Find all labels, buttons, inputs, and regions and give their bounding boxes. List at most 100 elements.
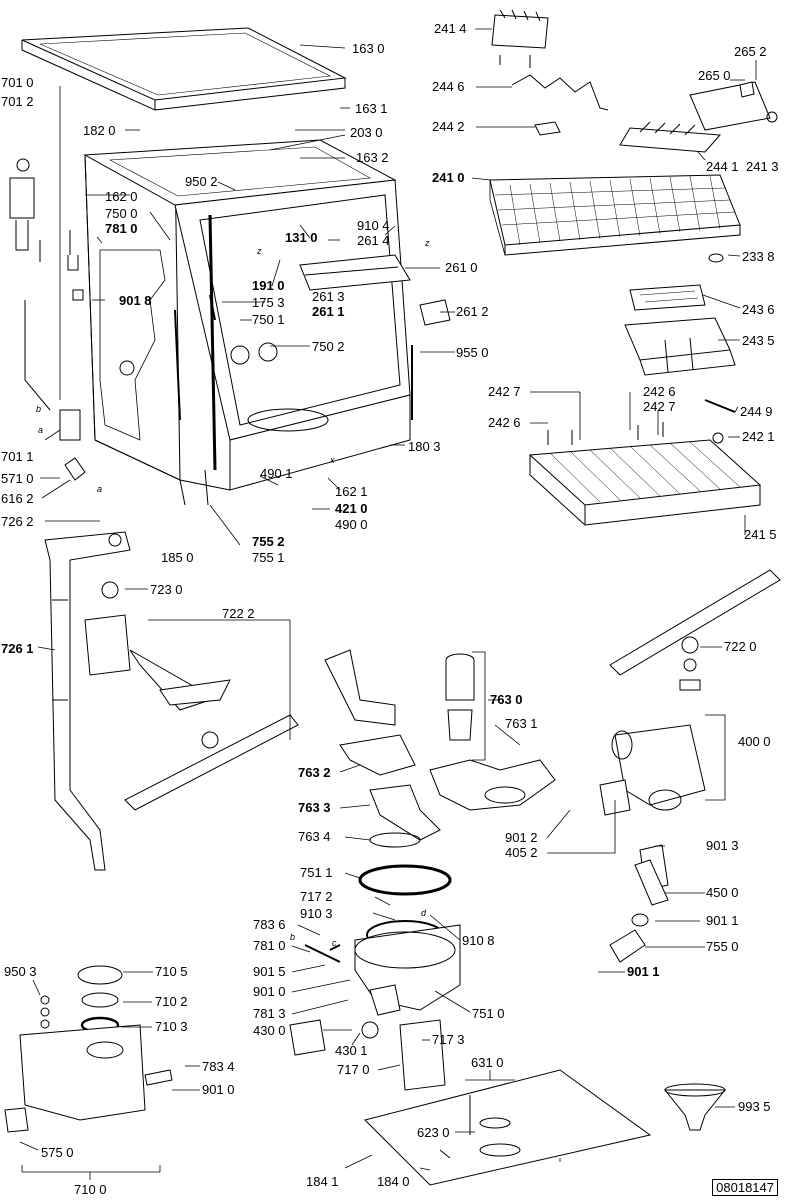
label-723-0: 723 0 [150,582,183,597]
label-901-5: 901 5 [253,964,286,979]
label-701-0: 701 0 [1,75,34,90]
label-910-3: 910 3 [300,906,333,921]
label-241-0: 241 0 [432,170,465,185]
label-623-0: 623 0 [417,1125,450,1140]
label-242-6-a: 242 6 [643,384,676,399]
label-241-5: 241 5 [744,527,777,542]
label-405-2: 405 2 [505,845,538,860]
filter-assembly-part [324,649,556,896]
label-490-0: 490 0 [335,517,368,532]
label-750-1: 750 1 [252,312,285,327]
label-163-1: 163 1 [355,101,388,116]
label-244-6: 244 6 [432,79,465,94]
lower-basket-part [528,399,762,526]
label-430-1: 430 1 [335,1043,368,1058]
label-781-0-a: 781 0 [105,221,138,236]
label-722-0: 722 0 [724,639,757,654]
label-242-7-b: 242 7 [643,399,676,414]
label-755-0: 755 0 [706,939,739,954]
label-763-4: 763 4 [298,829,331,844]
feed-pipe-part [44,531,131,871]
label-265-2: 265 2 [734,44,767,59]
label-180-3: 180 3 [408,439,441,454]
label-185-0: 185 0 [161,550,194,565]
leader-lines [19,28,757,1180]
label-755-2: 755 2 [252,534,285,549]
label-751-1: 751 1 [300,865,333,880]
label-242-1: 242 1 [742,429,775,444]
label-261-2: 261 2 [456,304,489,319]
label-162-0: 162 0 [105,189,138,204]
label-244-9: 244 9 [740,404,773,419]
label-710-2: 710 2 [155,994,188,1009]
upper-spray-arm-part [84,581,299,811]
label-710-5: 710 5 [155,964,188,979]
label-726-2: 726 2 [1,514,34,529]
label-763-3: 763 3 [298,800,331,815]
circulation-pump-part [599,724,706,963]
label-950-2: 950 2 [185,174,218,189]
label-131-0: 131 0 [285,230,318,245]
label-450-0: 450 0 [706,885,739,900]
label-242-6-b: 242 6 [488,415,521,430]
label-191-0: 191 0 [252,278,285,293]
callout-letter-d: d [421,908,427,918]
funnel-part [663,1083,727,1131]
label-901-0-a: 901 0 [253,984,286,999]
rack-shelf-part [534,81,778,153]
label-430-0: 430 0 [253,1023,286,1038]
label-261-3: 261 3 [312,289,345,304]
label-750-2: 750 2 [312,339,345,354]
label-163-2: 163 2 [356,150,389,165]
label-901-8: 901 8 [119,293,152,308]
label-162-1: 162 1 [335,484,368,499]
callout-letter-x: x [330,455,335,465]
label-233-8: 233 8 [742,249,775,264]
basket-rail-part [491,9,609,111]
upper-basket-part [489,174,741,263]
label-265-0: 265 0 [698,68,731,83]
callout-letter-a: a [38,425,44,435]
label-244-1: 244 1 [706,159,739,174]
label-400-0: 400 0 [738,734,771,749]
label-901-3: 901 3 [706,838,739,853]
label-717-3: 717 3 [432,1032,465,1047]
label-710-0: 710 0 [74,1182,107,1197]
label-781-0-b: 781 0 [253,938,286,953]
label-755-1: 755 1 [252,550,285,565]
label-184-0: 184 0 [377,1174,410,1189]
cutlery-basket-part [624,284,736,376]
label-781-3: 781 3 [253,1006,286,1021]
callout-letter-c: c [332,938,337,948]
label-261-0: 261 0 [445,260,478,275]
callout-letter-a-2: a [97,484,103,494]
label-203-0: 203 0 [350,125,383,140]
tub-cabinet-part [83,139,451,506]
label-241-3: 241 3 [746,159,779,174]
label-182-0: 182 0 [83,123,116,138]
label-751-0: 751 0 [472,1006,505,1021]
label-490-1: 490 1 [260,466,293,481]
sump-part [289,920,461,1091]
callout-letter-z-2: z [425,238,430,248]
label-701-2: 701 2 [1,94,34,109]
label-261-1: 261 1 [312,304,345,319]
label-244-2: 244 2 [432,119,465,134]
label-575-0: 575 0 [41,1145,74,1160]
label-763-2: 763 2 [298,765,331,780]
callout-letter-z: z [257,246,262,256]
label-243-5: 243 5 [742,333,775,348]
label-910-8: 910 8 [462,933,495,948]
document-id: 08018147 [712,1179,778,1196]
label-901-0-b: 901 0 [202,1082,235,1097]
label-717-2: 717 2 [300,889,333,904]
label-726-1: 726 1 [1,641,34,656]
label-241-4: 241 4 [434,21,467,36]
label-910-4: 910 4 [357,218,390,233]
label-184-1: 184 1 [306,1174,339,1189]
label-710-3: 710 3 [155,1019,188,1034]
label-783-6: 783 6 [253,917,286,932]
label-242-7-a: 242 7 [488,384,521,399]
